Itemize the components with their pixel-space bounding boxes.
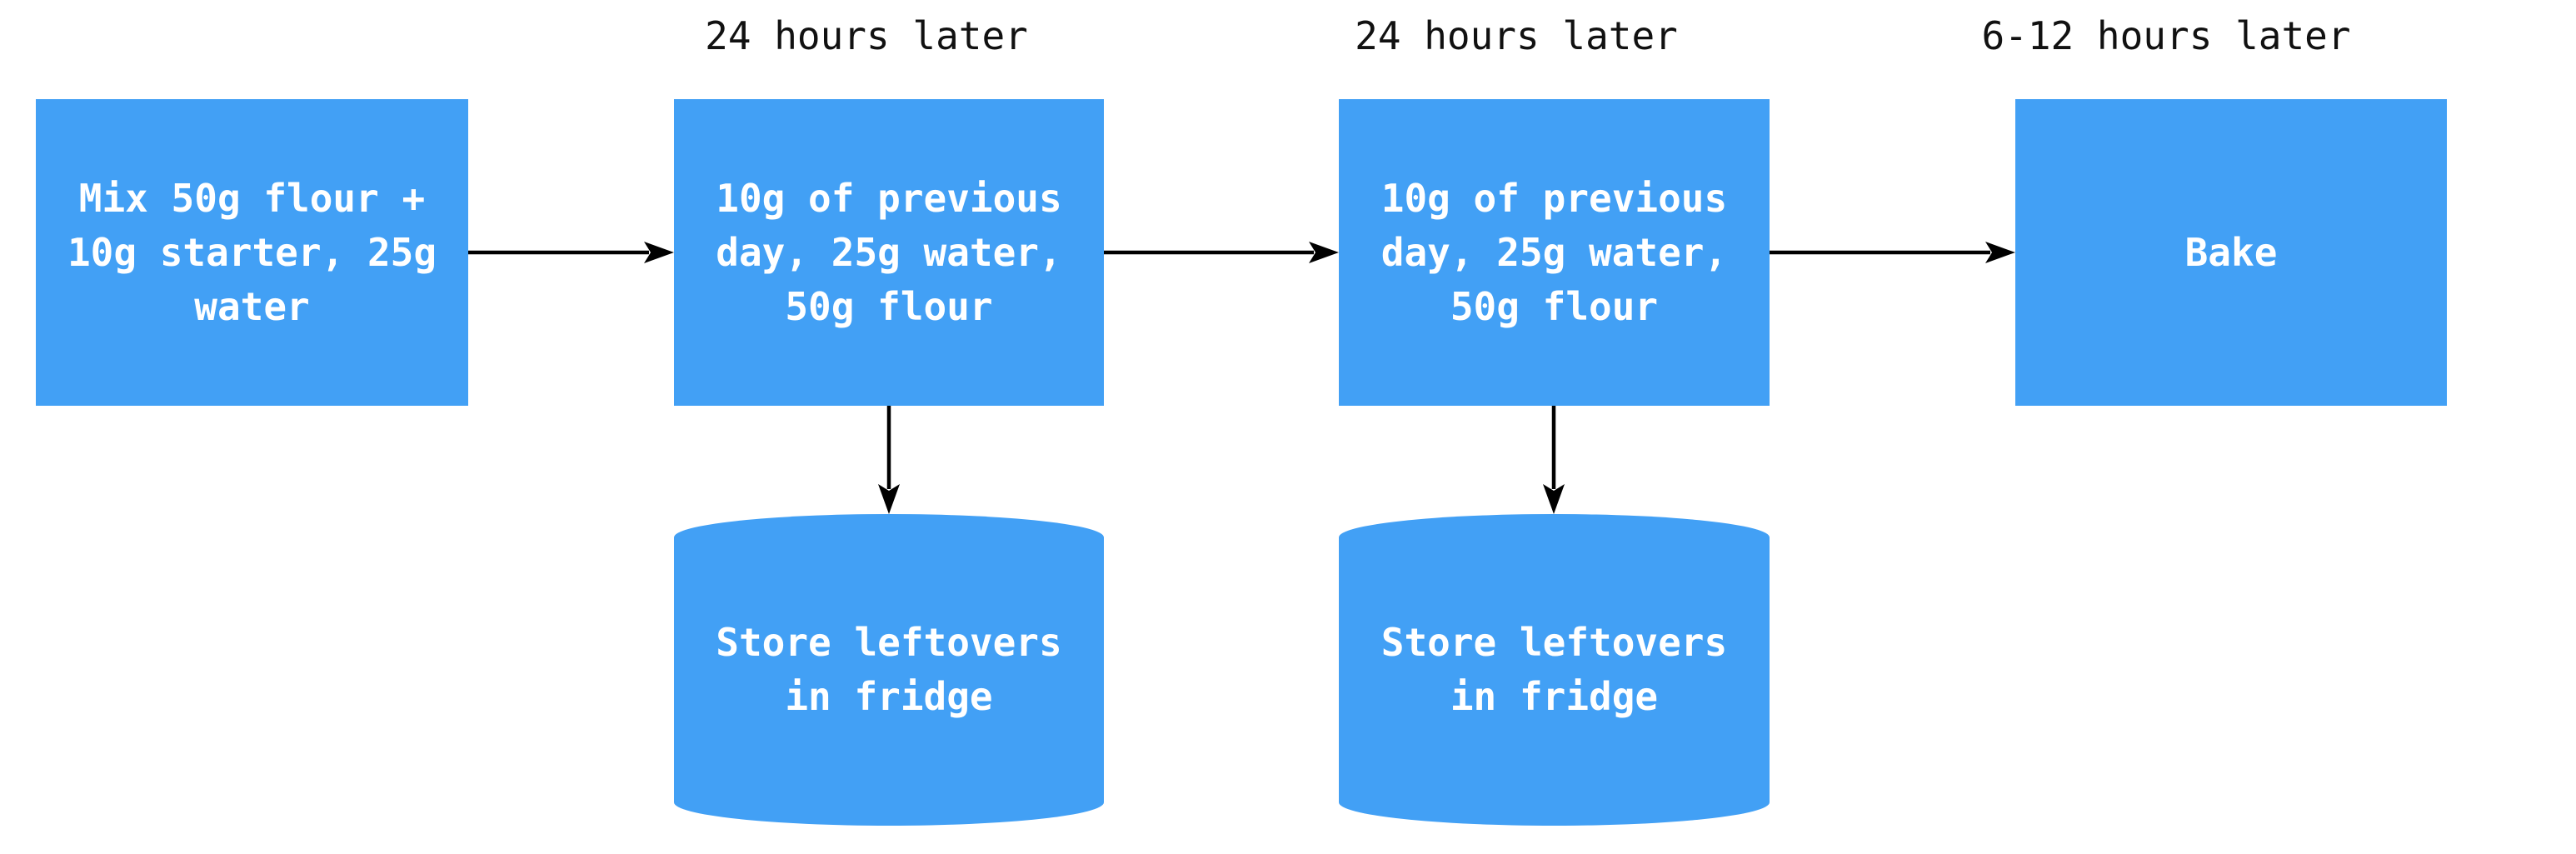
cylinder-store-2-shape (1339, 514, 1770, 827)
node-store-leftovers-1-label: Store leftovers in fridge (716, 620, 1062, 719)
arrowhead-down-icon (1543, 484, 1565, 514)
node-feed-day-3: 10g of previous day, 25g water, 50g flou… (1339, 99, 1770, 406)
arrowhead-right-icon (644, 242, 674, 263)
node-feed-day-2: 10g of previous day, 25g water, 50g flou… (674, 99, 1104, 406)
node-store-leftovers-2-label: Store leftovers in fridge (1380, 620, 1728, 719)
node-mix-starter: Mix 50g flour + 10g starter, 25g water (36, 99, 468, 406)
arrowhead-right-icon (1309, 242, 1339, 263)
arrowhead-down-icon (878, 484, 900, 514)
cylinder-store-1-shape (674, 514, 1104, 826)
edge-label-24-hours-1: 24 hours later (705, 13, 1028, 58)
edge-label-24-hours-2: 24 hours later (1355, 13, 1678, 58)
edge-label-6-12-hours: 6-12 hours later (1981, 13, 2351, 58)
arrowhead-right-icon (1985, 242, 2015, 263)
node-bake: Bake (2015, 99, 2447, 406)
